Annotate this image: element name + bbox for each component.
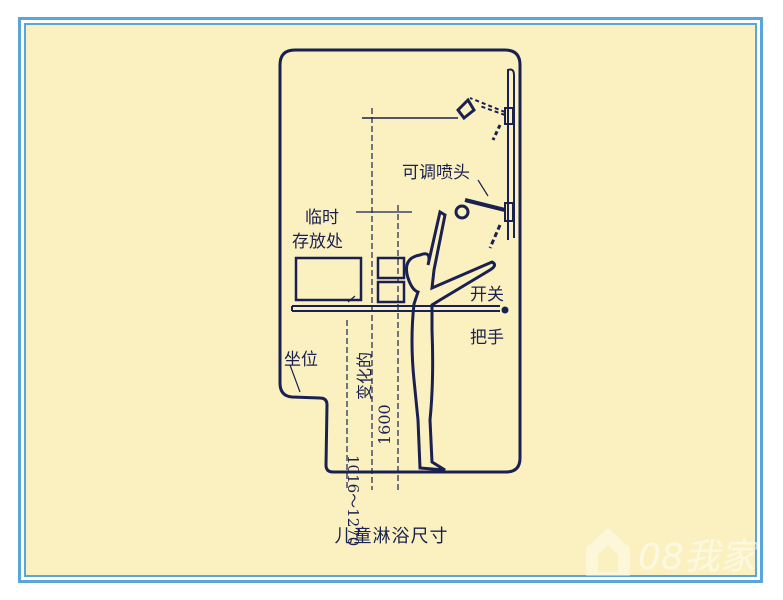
handrail-bar bbox=[291, 305, 500, 312]
lower-bracket bbox=[504, 202, 514, 222]
shower-pipe bbox=[507, 68, 515, 240]
child-figure bbox=[405, 209, 497, 472]
label-temporary-line2: 存放处 bbox=[292, 232, 343, 252]
upper-shower-head bbox=[456, 97, 476, 121]
storage-box-right-bottom bbox=[376, 280, 406, 304]
shower-enclosure bbox=[278, 48, 522, 474]
storage-box-left bbox=[294, 256, 363, 302]
outer-frame bbox=[18, 17, 763, 583]
label-temporary-line1: 临时 bbox=[305, 208, 339, 228]
label-adjustable-shower-head: 可调喷头 bbox=[402, 163, 470, 183]
storage-box-right-top bbox=[376, 256, 406, 280]
diagram-caption: 儿童淋浴尺寸 bbox=[334, 526, 449, 547]
watermark: 08我家 bbox=[578, 520, 778, 582]
upper-bracket bbox=[504, 107, 514, 125]
lower-shower-head bbox=[454, 204, 470, 220]
diagram-labels: 可调喷头 临时 存放处 开关 把手 坐位 1016～1270 变化的 1600 bbox=[284, 163, 504, 546]
inner-frame bbox=[24, 23, 757, 577]
watermark-text: 08我家 bbox=[638, 537, 756, 578]
label-handrail: 把手 bbox=[470, 328, 504, 348]
label-dim-seat-height: 1016～1270 bbox=[344, 455, 362, 546]
label-dim-variable: 变化的 bbox=[355, 352, 374, 400]
house-logo-icon bbox=[586, 528, 630, 576]
label-switch: 开关 bbox=[470, 285, 504, 305]
label-dim-1600: 1600 bbox=[375, 404, 394, 445]
label-seat: 坐位 bbox=[284, 350, 318, 370]
